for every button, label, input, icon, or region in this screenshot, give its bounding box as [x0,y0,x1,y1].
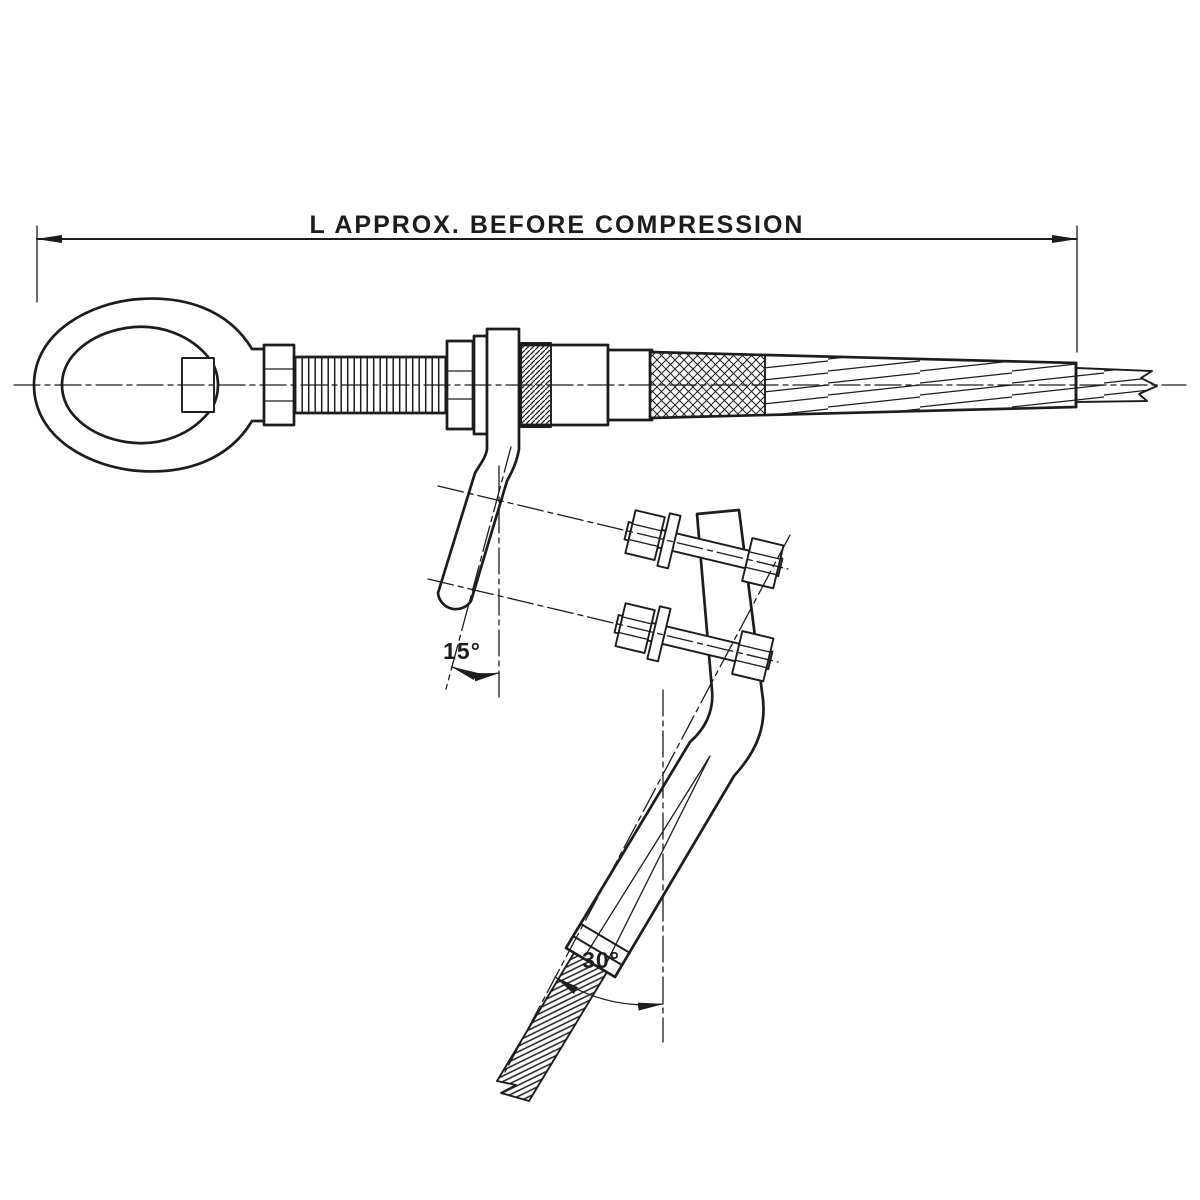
centerlines [13,384,1187,1073]
lower-strap-and-sleeve [564,508,765,979]
bolt-head-facets [734,644,771,669]
bent-strap [436,327,521,611]
sleeve-axis-reference [504,534,791,1073]
length-dimension: L APPROX. BEFORE COMPRESSION [36,211,1078,353]
angle-label-30: 30° [582,947,620,973]
cable-end-bottom [496,952,608,1102]
angle-arc-30 [554,976,664,1011]
sleeve-grip-pattern [651,353,765,417]
angle-annotations: 15° 30° [443,638,664,1011]
thread-borders [292,355,449,415]
dimension-label: L APPROX. BEFORE COMPRESSION [310,211,805,239]
bolt-nut-facets [618,616,653,641]
angle-arc-15 [451,666,500,682]
bolt-nut-facets [628,523,663,548]
sleeve-taper-lines [584,755,711,965]
jam-nut-facets [446,370,474,400]
angle-label-15: 15° [443,638,481,664]
bolt-head-facets [744,551,781,576]
strap-axis-reference [445,446,512,690]
bolt-shank [623,521,784,578]
hex-nut-facets [263,368,295,402]
bolt-shank [613,614,774,671]
bolt2-centerline [427,578,779,663]
sleeve-collar-rings [572,923,631,966]
lower-assembly [496,508,785,1102]
top-assembly [32,297,1158,611]
